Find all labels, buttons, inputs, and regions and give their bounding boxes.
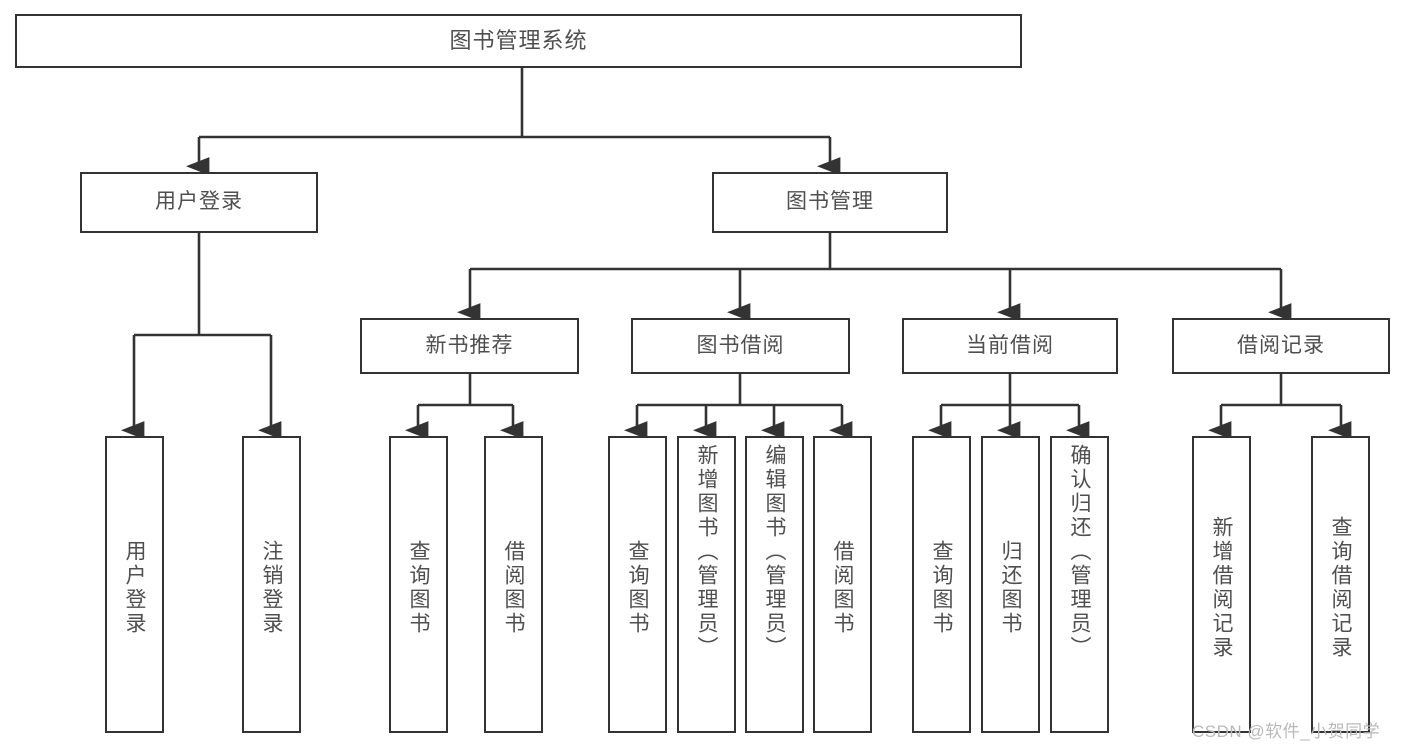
- node-label: 图书管理: [786, 190, 874, 214]
- leaf-logout[interactable]: 注销登录: [242, 436, 301, 733]
- node-label: 查询图书: [626, 539, 649, 636]
- node-label: 图书管理系统: [449, 28, 588, 54]
- node-label: 新书推荐: [425, 333, 514, 357]
- node-book-management[interactable]: 图书管理: [712, 172, 948, 233]
- node-label: 借阅图书: [831, 539, 854, 636]
- leaf-borrow-book[interactable]: 借阅图书: [813, 436, 872, 733]
- leaf-return-book[interactable]: 归还图书: [981, 436, 1040, 733]
- node-current-borrow[interactable]: 当前借阅: [902, 318, 1118, 374]
- node-label: 借阅图书: [502, 539, 525, 636]
- leaf-query-borrow-record[interactable]: 查询借阅记录: [1311, 436, 1370, 733]
- node-label: 新增借阅记录: [1210, 515, 1233, 660]
- node-label: 查询借阅记录: [1329, 515, 1352, 660]
- leaf-borrow-book-recommend[interactable]: 借阅图书: [484, 436, 543, 733]
- leaf-add-borrow-record[interactable]: 新增借阅记录: [1192, 436, 1251, 733]
- node-label: 新增图书（管理员）: [695, 444, 718, 660]
- node-label: 用户登录: [155, 190, 243, 214]
- leaf-confirm-return-admin[interactable]: 确认归还（管理员）: [1050, 436, 1109, 733]
- node-label: 查询图书: [407, 539, 430, 636]
- node-root-book-management-system[interactable]: 图书管理系统: [15, 14, 1022, 68]
- node-label: 归还图书: [999, 539, 1022, 636]
- leaf-query-book-borrow[interactable]: 查询图书: [608, 436, 667, 733]
- node-label: 用户登录: [123, 539, 146, 636]
- leaf-user-login[interactable]: 用户登录: [105, 436, 164, 733]
- leaf-query-book-recommend[interactable]: 查询图书: [389, 436, 448, 733]
- node-user-login[interactable]: 用户登录: [80, 172, 318, 233]
- node-label: 确认归还（管理员）: [1068, 444, 1091, 660]
- node-book-borrow[interactable]: 图书借阅: [631, 318, 850, 374]
- node-label: 图书借阅: [696, 333, 785, 357]
- leaf-edit-book-admin[interactable]: 编辑图书（管理员）: [745, 436, 804, 733]
- node-new-book-recommend[interactable]: 新书推荐: [360, 318, 579, 374]
- leaf-add-book-admin[interactable]: 新增图书（管理员）: [677, 436, 736, 733]
- node-label: 注销登录: [260, 539, 283, 636]
- leaf-query-book-current[interactable]: 查询图书: [912, 436, 971, 733]
- node-label: 编辑图书（管理员）: [763, 444, 786, 660]
- node-label: 借阅记录: [1237, 333, 1325, 357]
- node-label: 当前借阅: [966, 333, 1054, 357]
- node-borrow-record[interactable]: 借阅记录: [1172, 318, 1390, 374]
- node-label: 查询图书: [930, 539, 953, 636]
